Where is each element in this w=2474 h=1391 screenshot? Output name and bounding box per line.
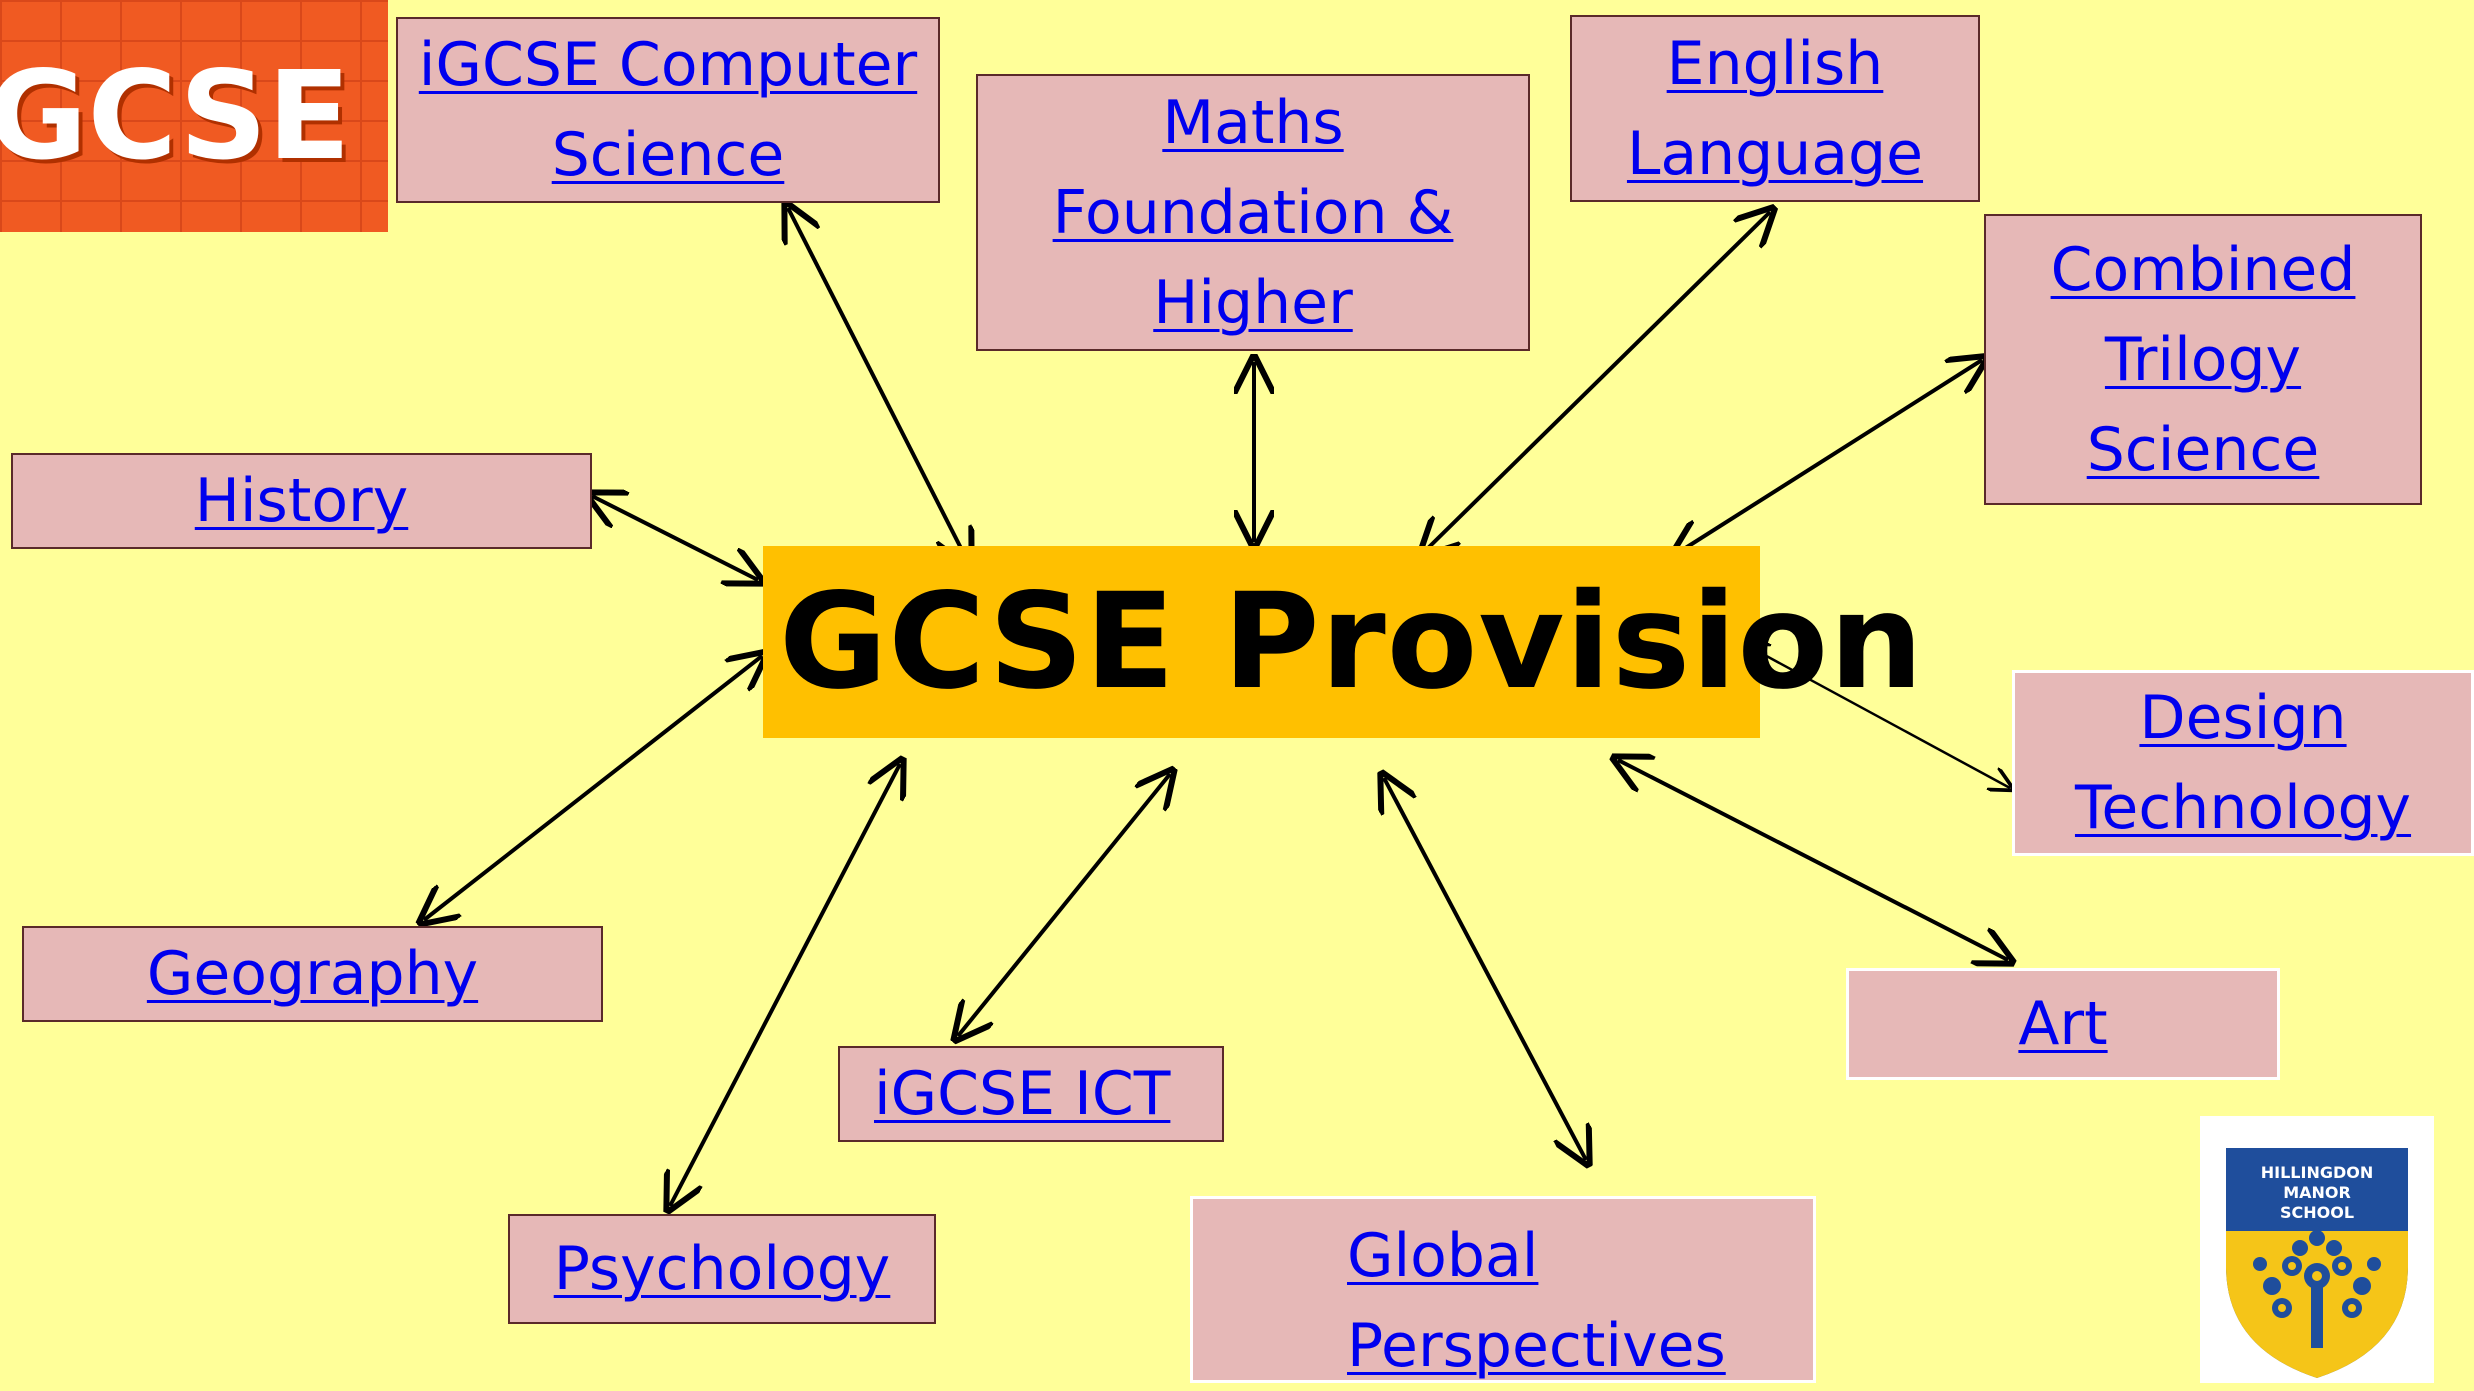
node-history: History <box>11 453 592 549</box>
link-english-line1[interactable]: English <box>1666 28 1884 99</box>
school-crest-logo: HILLINGDON MANOR SCHOOL <box>2200 1116 2434 1383</box>
arrow-global-perspectives <box>1384 778 1586 1160</box>
link-maths-line1[interactable]: Maths <box>1162 87 1344 158</box>
arrow-art <box>1618 760 2008 960</box>
center-title: GCSE Provision <box>779 565 1925 719</box>
link-combined-science-line1[interactable]: Combined <box>2050 234 2356 305</box>
node-global-perspectives: Global Perspectives <box>1190 1196 1816 1383</box>
school-crest-icon: HILLINGDON MANOR SCHOOL <box>2226 1148 2408 1378</box>
node-combined-science: Combined Trilogy Science <box>1984 214 2422 505</box>
gcse-logo: GCSE <box>0 0 388 232</box>
node-computer-science: iGCSE Computer Science <box>396 17 940 203</box>
node-geography: Geography <box>22 926 603 1022</box>
link-design-technology-line1[interactable]: Design <box>2139 683 2347 753</box>
link-maths-line3[interactable]: Higher <box>1153 267 1353 338</box>
node-english: English Language <box>1570 15 1980 202</box>
gcse-logo-text: GCSE <box>0 45 351 187</box>
link-computer-science-line1[interactable]: iGCSE Computer <box>418 30 918 100</box>
node-design-technology: Design Technology <box>2012 670 2474 856</box>
svg-text:MANOR: MANOR <box>2283 1183 2351 1202</box>
node-psychology: Psychology <box>508 1214 936 1324</box>
link-english-line2[interactable]: Language <box>1626 118 1924 189</box>
link-combined-science-line3[interactable]: Science <box>2086 414 2320 485</box>
arrow-computer-science <box>788 208 968 562</box>
svg-text:SCHOOL: SCHOOL <box>2280 1203 2354 1222</box>
link-maths-line2[interactable]: Foundation & <box>1052 177 1454 248</box>
node-maths: Maths Foundation & Higher <box>976 74 1530 351</box>
arrow-geography <box>424 656 762 920</box>
arrow-psychology <box>670 764 900 1206</box>
arrow-english <box>1424 212 1770 552</box>
arrow-design-technology <box>1748 646 2010 788</box>
link-psychology[interactable]: Psychology <box>553 1234 891 1304</box>
link-global-perspectives-line1[interactable]: Global <box>1347 1221 1539 1291</box>
arrow-ict <box>958 774 1170 1036</box>
link-history[interactable]: History <box>194 466 409 536</box>
arrow-combined-science <box>1676 360 1982 554</box>
node-art: Art <box>1846 968 2280 1080</box>
link-ict[interactable]: iGCSE ICT <box>874 1059 1171 1129</box>
link-design-technology-line2[interactable]: Technology <box>2074 773 2412 843</box>
link-art[interactable]: Art <box>2018 989 2108 1059</box>
svg-text:HILLINGDON: HILLINGDON <box>2261 1163 2373 1182</box>
link-combined-science-line2[interactable]: Trilogy <box>2104 324 2302 395</box>
arrow-history <box>592 496 758 580</box>
link-global-perspectives-line2[interactable]: Perspectives <box>1347 1311 1726 1381</box>
node-ict: iGCSE ICT <box>838 1046 1224 1142</box>
link-geography[interactable]: Geography <box>146 939 479 1009</box>
link-computer-science-line2[interactable]: Science <box>551 120 785 190</box>
center-node: GCSE Provision <box>763 546 1923 738</box>
